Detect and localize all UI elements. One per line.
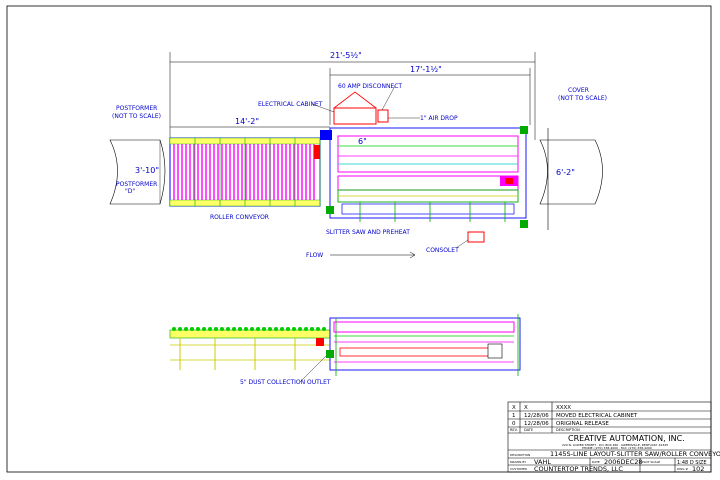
drawn-by: VAHL: [534, 458, 551, 466]
cover-outline: [539, 128, 603, 230]
side-roller: [202, 327, 206, 331]
side-roller: [316, 327, 320, 331]
date-label: DATE: [592, 460, 600, 464]
console-label: CONSOLET: [426, 247, 459, 254]
side-roller: [226, 327, 230, 331]
dim-right-height: 6'-2": [556, 168, 575, 177]
rev-0-date: X: [524, 405, 528, 411]
plot-scale: 1:48 D SIZE: [677, 460, 707, 466]
rev-1-rev: 1: [512, 413, 516, 419]
description-label: DESCRIPTION: [510, 453, 530, 457]
air-drop-label: 1" AIR DROP: [420, 115, 458, 122]
side-roller: [178, 327, 182, 331]
side-roller: [280, 327, 284, 331]
rev-2-desc: ORIGINAL RELEASE: [556, 421, 609, 427]
rev-0-rev: X: [512, 405, 516, 411]
postformer-bottom-label: POSTFORMER: [116, 181, 157, 188]
cover-label: COVER: [568, 87, 589, 94]
conveyor-rollers: [173, 138, 321, 206]
slitter-saw-top: [320, 126, 528, 228]
console-box: [467, 231, 485, 243]
drawing-date: 2006DEC28: [604, 458, 642, 466]
side-roller: [304, 327, 308, 331]
side-rollers: [172, 327, 326, 331]
rev-header-desc: DESCRIPTION: [556, 428, 580, 432]
roller-conveyor-label: ROLLER CONVEYOR: [210, 214, 269, 221]
flow-label: FLOW: [306, 252, 323, 259]
overall-dimension: [169, 52, 536, 140]
dim-overall: 21'-5½": [330, 51, 362, 60]
sheet-border: [6, 5, 712, 473]
slitter-saw-label: SLITTER SAW AND PREHEAT: [326, 229, 410, 236]
side-roller: [238, 327, 242, 331]
side-roller: [244, 327, 248, 331]
company-address: 220 N. LOWER STREET · P.O. BOX 460 · GRE…: [562, 443, 668, 447]
side-roller: [310, 327, 314, 331]
rev-2-rev: 0: [512, 421, 516, 427]
side-roller: [220, 327, 224, 331]
dust-outlet-label: 5" DUST COLLECTION OUTLET: [240, 379, 331, 386]
customer-label: CUSTOMER: [510, 467, 527, 471]
dim-saw-section: 17'-1½": [410, 65, 442, 74]
postformer-label: POSTFORMER: [116, 105, 157, 112]
disconnect-label: 60 AMP DISCONNECT: [338, 83, 402, 90]
flow-arrow: [330, 251, 416, 259]
electrical-cabinet-label: ELECTRICAL CABINET: [258, 101, 323, 108]
company-phone: PHONE: (270) 338-4000 · FAX: (270) 338-4…: [582, 446, 652, 450]
dwg-label: DWG #: [677, 467, 689, 471]
dwg-number: 102: [692, 465, 704, 473]
postformer-note: (NOT TO SCALE): [112, 113, 161, 120]
side-roller: [298, 327, 302, 331]
dim-small: 6": [358, 137, 367, 146]
side-roller: [214, 327, 218, 331]
electrical-cabinet: [333, 91, 420, 125]
dim-left-height: 3'-10": [135, 166, 159, 175]
side-roller: [184, 327, 188, 331]
side-elevation: [169, 314, 521, 376]
side-roller: [232, 327, 236, 331]
side-roller: [196, 327, 200, 331]
side-roller: [286, 327, 290, 331]
side-roller: [262, 327, 266, 331]
side-roller: [256, 327, 260, 331]
rev-1-desc: MOVED ELECTRICAL CABINET: [556, 413, 638, 419]
side-roller: [322, 327, 326, 331]
scale-label: PLOT SCALE: [642, 460, 660, 464]
side-roller: [292, 327, 296, 331]
roller-conveyor: [169, 137, 321, 207]
side-roller: [274, 327, 278, 331]
drawn-label: DRAWN BY: [510, 460, 526, 464]
rev-0-desc: XXXX: [556, 405, 571, 411]
rev-1-date: 12/28/06: [524, 413, 549, 419]
cover-note: (NOT TO SCALE): [558, 95, 607, 102]
side-roller: [190, 327, 194, 331]
customer-name: COUNTERTOP TRENDS, LLC: [534, 465, 623, 473]
company-name: CREATIVE AUTOMATION, INC.: [568, 434, 685, 443]
drawing-description: 1145S-LINE LAYOUT-SLITTER SAW/ROLLER CON…: [550, 450, 720, 458]
rev-2-date: 12/28/06: [524, 421, 549, 427]
side-roller: [268, 327, 272, 331]
rev-header-rev: REV.: [510, 428, 518, 432]
side-roller: [172, 327, 176, 331]
postformer-sub-label: "D": [125, 188, 135, 195]
side-roller: [250, 327, 254, 331]
title-block: [507, 401, 712, 473]
side-roller: [208, 327, 212, 331]
dim-roller-section: 14'-2": [235, 117, 259, 126]
rev-header-date: DATE: [524, 428, 533, 432]
